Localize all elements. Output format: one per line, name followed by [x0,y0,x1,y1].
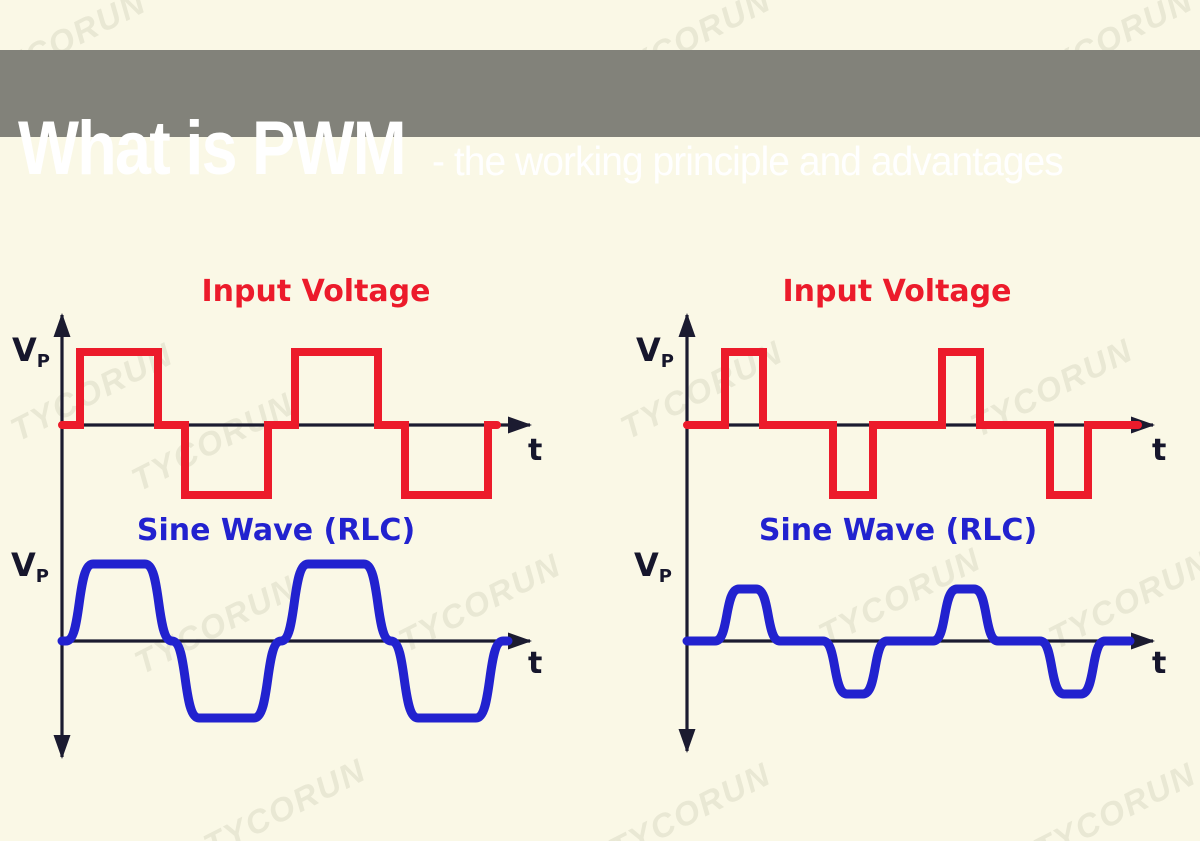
y-axis-label-vp-right-bottom: VP [634,549,672,586]
page-title: What is PWM [18,106,407,191]
vp-subscript: P [658,566,672,587]
vp-subscript: P [36,351,50,372]
panel-title-input-voltage-right: Input Voltage [782,274,1012,309]
vp-letter: V [12,331,37,369]
y-axis-label-vp-right-top: VP [636,334,674,371]
panel-title-input-voltage-left: Input Voltage [201,274,431,309]
vp-subscript: P [35,566,49,587]
page-subtitle: - the working principle and advantages [432,138,1064,184]
x-axis-label-t-left-top: t [528,433,543,468]
panel-title-sine-wave-left: Sine Wave (RLC) [136,513,416,548]
x-axis-label-t-right-top: t [1152,433,1167,468]
vp-letter: V [634,546,659,584]
panel-title-sine-wave-right: Sine Wave (RLC) [758,513,1038,548]
title-bar: What is PWM - the working principle and … [0,50,1200,187]
y-axis-label-vp-left-top: VP [12,334,50,371]
x-axis-label-t-right-bottom: t [1152,646,1167,681]
x-axis-label-t-left-bottom: t [528,646,543,681]
y-axis-label-vp-left-bottom: VP [11,549,49,586]
vp-letter: V [636,331,661,369]
vp-subscript: P [660,351,674,372]
vp-letter: V [11,546,36,584]
